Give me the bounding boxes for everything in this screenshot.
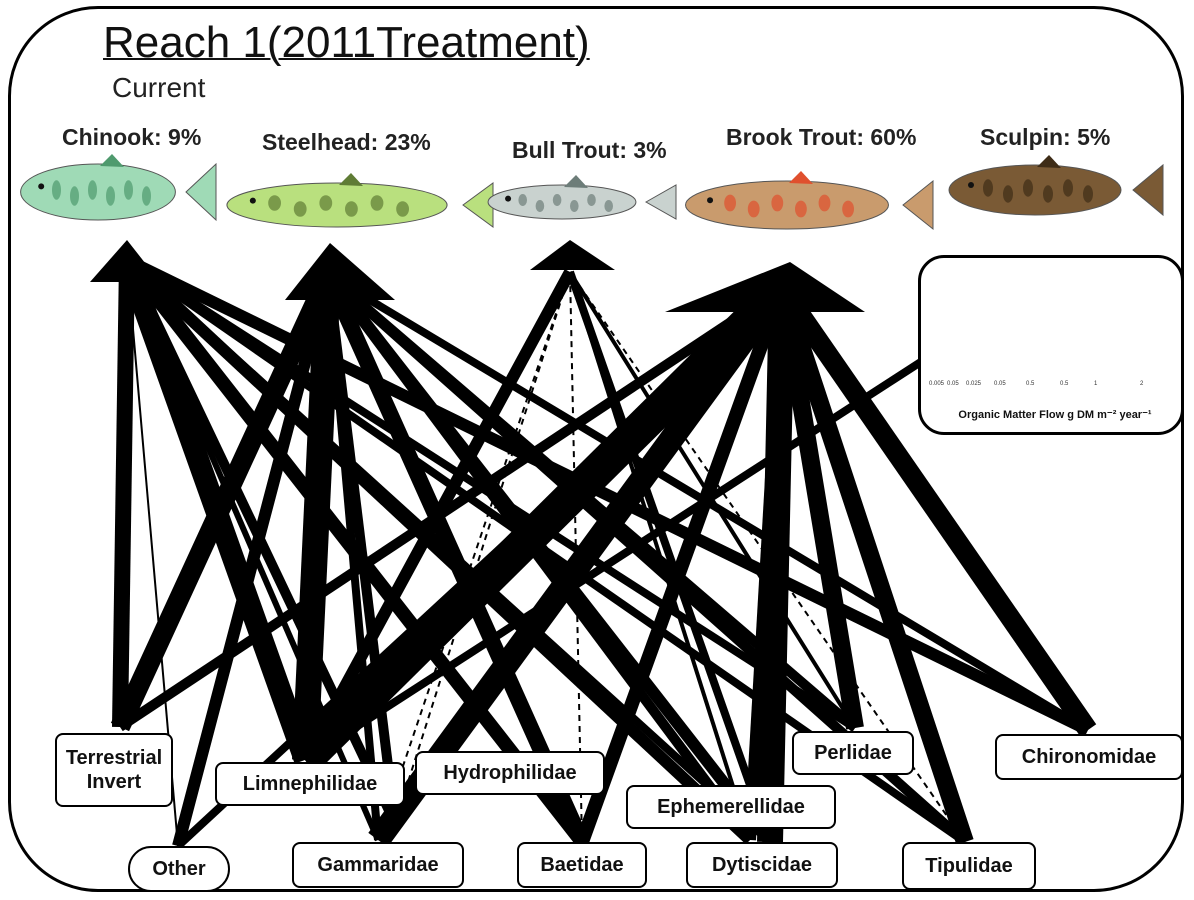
prey-node-other: Other <box>128 846 230 892</box>
flow-line-terrestrial-invert-to-chinook <box>120 260 127 727</box>
page-subtitle: Current <box>112 72 205 104</box>
prey-node-ephemerellidae: Ephemerellidae <box>626 785 836 829</box>
fish-illustration-bull-trout <box>488 175 676 219</box>
legend-tick: 2 <box>1140 381 1143 387</box>
legend-tick: 0.005 <box>929 381 944 387</box>
prey-node-perlidae: Perlidae <box>792 731 914 775</box>
arrowhead-bull-trout <box>530 240 615 270</box>
prey-node-tipulidae: Tipulidae <box>902 842 1036 890</box>
prey-node-terrestrial-invert: Terrestrial Invert <box>55 733 173 807</box>
fish-label-bull-trout: Bull Trout: 3% <box>512 137 667 164</box>
flow-line-dytiscidae-to-brook-trout <box>770 288 782 842</box>
arrowhead-brook-trout <box>665 262 865 312</box>
legend-tick: 0.025 <box>966 381 981 387</box>
legend-tick: 1 <box>1094 381 1097 387</box>
fish-illustration-steelhead <box>227 173 493 227</box>
fish-label-sculpin: Sculpin: 5% <box>980 124 1110 151</box>
legend-tick: 0.05 <box>994 381 1006 387</box>
legend-caption: Organic Matter Flow g DM m⁻² year⁻¹ <box>930 408 1180 421</box>
prey-node-limnephilidae: Limnephilidae <box>215 762 405 806</box>
legend-tick: 0.05 <box>947 381 959 387</box>
prey-node-chironomidae: Chironomidae <box>995 734 1183 780</box>
prey-node-hydrophilidae: Hydrophilidae <box>415 751 605 795</box>
fish-label-steelhead: Steelhead: 23% <box>262 129 431 156</box>
fish-illustration-brook-trout <box>686 171 933 229</box>
arrowhead-chinook <box>90 240 160 282</box>
fish-label-chinook: Chinook: 9% <box>62 124 201 151</box>
fish-illustration-chinook <box>21 154 216 220</box>
prey-node-dytiscidae: Dytiscidae <box>686 842 838 888</box>
fish-label-brook-trout: Brook Trout: 60% <box>726 124 916 151</box>
prey-node-gammaridae: Gammaridae <box>292 842 464 888</box>
legend-tick: 0.5 <box>1026 381 1034 387</box>
legend-tick: 0.5 <box>1060 381 1068 387</box>
page-title: Reach 1(2011Treatment) <box>103 18 590 68</box>
arrowhead-steelhead <box>285 243 395 300</box>
prey-node-baetidae: Baetidae <box>517 842 647 888</box>
fish-illustration-sculpin <box>949 155 1163 215</box>
